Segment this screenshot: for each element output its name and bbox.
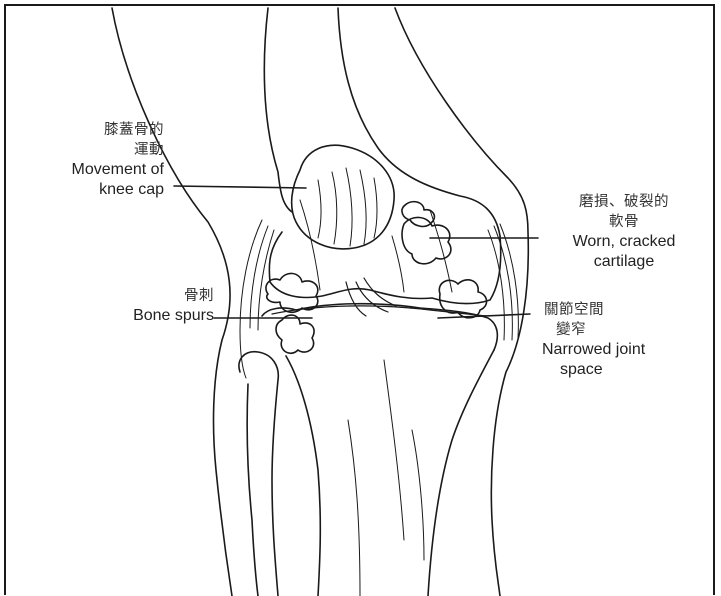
bone-spur-cluster-left <box>266 273 318 312</box>
label-kneecap-zh-line2: 運動 <box>40 140 164 160</box>
leg-outline-right <box>395 8 528 596</box>
label-kneecap-en-line2: knee cap <box>40 180 164 200</box>
label-bone-spurs-en: Bone spurs <box>100 306 214 326</box>
femur-condyles <box>269 232 500 304</box>
femur-outline-left <box>264 8 292 212</box>
label-cartilage: 磨損、破裂的 軟骨 Worn, cracked cartilage <box>540 192 708 272</box>
label-joint-zh-line2: 變窄 <box>542 320 712 340</box>
label-cartilage-en-line1: Worn, cracked <box>540 232 708 252</box>
tibia-outline-right <box>428 350 494 596</box>
label-cartilage-zh-line1: 磨損、破裂的 <box>540 192 708 212</box>
label-joint-space: 關節空間 變窄 Narrowed joint space <box>542 300 712 380</box>
fibula <box>239 352 278 596</box>
label-joint-zh-line1: 關節空間 <box>542 300 712 320</box>
label-bone-spurs: 骨刺 Bone spurs <box>100 286 214 326</box>
patella-shading <box>318 168 377 246</box>
label-bone-spurs-zh: 骨刺 <box>100 286 214 306</box>
label-cartilage-zh-line2: 軟骨 <box>540 212 708 232</box>
label-kneecap: 膝蓋骨的 運動 Movement of knee cap <box>40 120 164 200</box>
leader-line-kneecap <box>174 186 306 188</box>
label-joint-en-line1: Narrowed joint <box>542 340 712 360</box>
tibia-spurs <box>276 315 314 353</box>
label-joint-en-line2: space <box>542 360 712 380</box>
label-kneecap-zh-line1: 膝蓋骨的 <box>40 120 164 140</box>
patella <box>292 145 395 249</box>
tibia-shading <box>348 360 424 596</box>
tibia-outline-left <box>286 356 320 596</box>
label-kneecap-en-line1: Movement of <box>40 160 164 180</box>
label-cartilage-en-line2: cartilage <box>540 252 708 272</box>
